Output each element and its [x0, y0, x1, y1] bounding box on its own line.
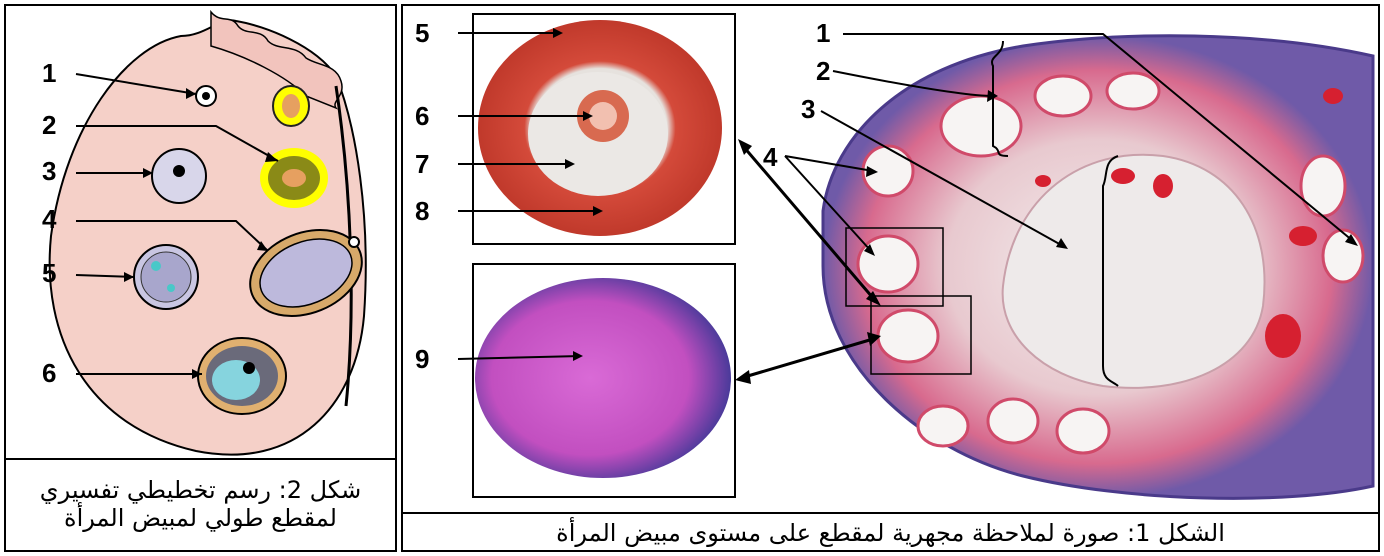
cortical-follicle: [941, 96, 1021, 156]
figure2-caption-line2: لمقطع طولي لمبيض المرأة: [6, 504, 395, 532]
fig1-label-6: 6: [415, 101, 429, 131]
fig1-label-1: 1: [816, 18, 830, 48]
fig2-label-6: 6: [42, 358, 56, 388]
fig2-label-3: 3: [42, 156, 56, 186]
fig2-label-5: 5: [42, 258, 56, 288]
fig1-label-4: 4: [763, 142, 778, 172]
inset-purple-body: [475, 278, 731, 478]
figure1-caption: الشكل 1: صورة لملاحظة مجهرية لمقطع على م…: [401, 512, 1380, 552]
figure1-micrographs: 5 6 7 8 9 1 2 3 4: [403, 6, 1378, 510]
fig1-label-5: 5: [415, 18, 429, 48]
fig2-label-1: 1: [42, 58, 56, 88]
fig1-label-3: 3: [801, 94, 815, 124]
fig2-label-2: 2: [42, 110, 56, 140]
fig2-label-4: 4: [42, 204, 57, 234]
fig1-label-9: 9: [415, 344, 429, 374]
figure2-caption-line1: شكل 2: رسم تخطيطي تفسيري: [6, 476, 395, 504]
fig1-label-2: 2: [816, 56, 830, 86]
figure2-caption: شكل 2: رسم تخطيطي تفسيري لمقطع طولي لمبي…: [4, 458, 397, 552]
fig1-label-7: 7: [415, 149, 429, 179]
fig1-label-8: 8: [415, 196, 429, 226]
figure1-caption-text: الشكل 1: صورة لملاحظة مجهرية لمقطع على م…: [403, 519, 1378, 547]
figure2-schematic: 1 2 3 4 5 6: [6, 6, 395, 456]
